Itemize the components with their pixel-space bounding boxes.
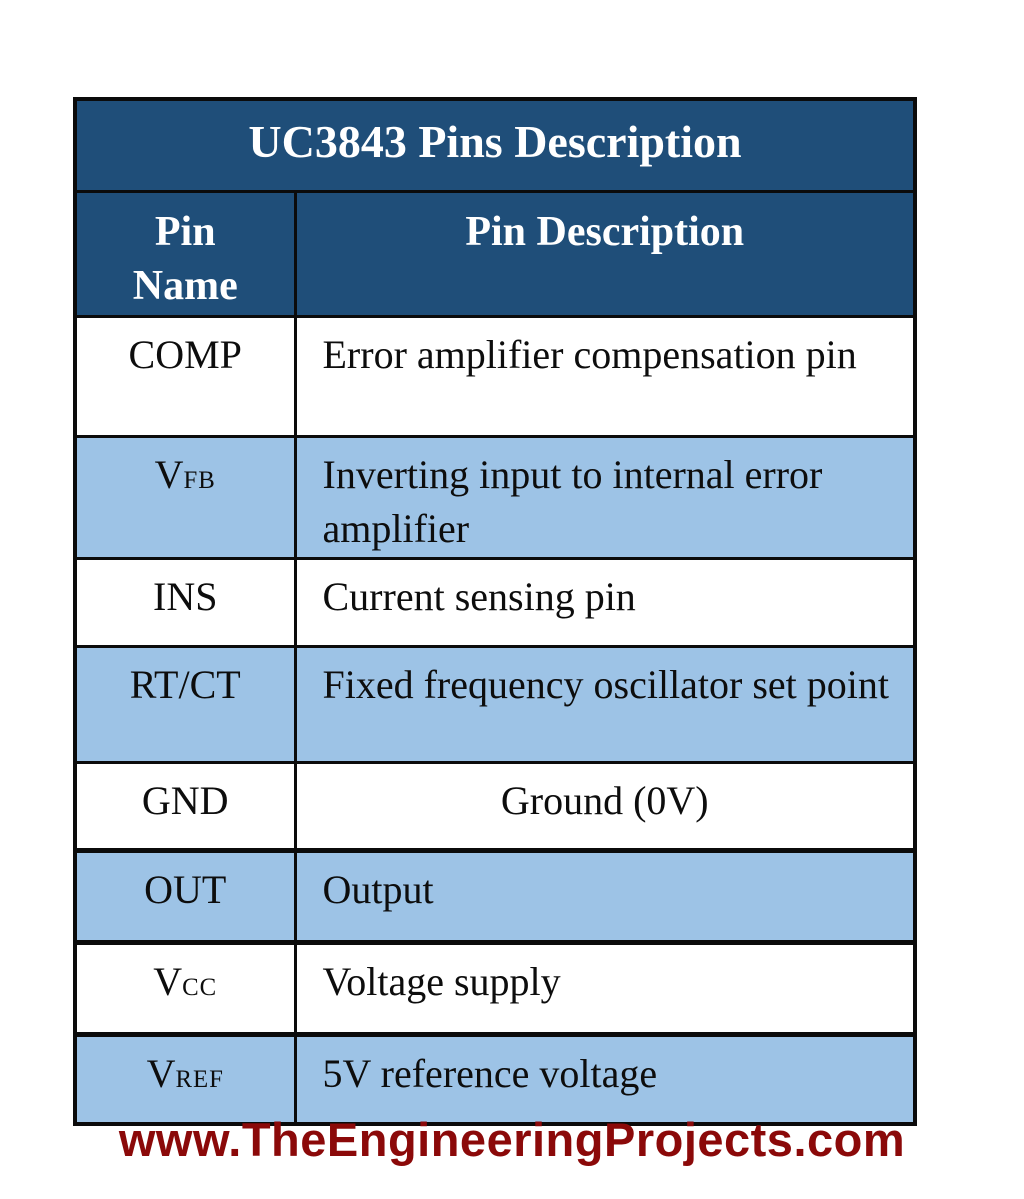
column-header-pin-description: Pin Description — [293, 189, 917, 318]
pin-description-cell: Inverting input to internal error amplif… — [293, 434, 917, 560]
pin-name-cell: VFB — [73, 434, 297, 560]
table-header-row: Pin Name Pin Description — [73, 189, 917, 318]
table-title-row: UC3843 Pins Description — [73, 97, 917, 193]
pin-name-cell: COMP — [73, 314, 297, 438]
pin-name-cell: INS — [73, 556, 297, 648]
pins-description-table: UC3843 Pins Description Pin Name Pin Des… — [73, 97, 918, 1127]
pin-description-cell: Ground (0V) — [293, 760, 917, 852]
pin-description-cell: Current sensing pin — [293, 556, 917, 648]
pin-description-cell: Voltage supply — [293, 940, 917, 1036]
table-row-vcc: VCC Voltage supply — [73, 940, 917, 1036]
column-header-pin-name: Pin Name — [73, 189, 297, 318]
column-header-pin-name-label: Pin Name — [132, 208, 238, 310]
pin-description-cell: Error amplifier compensation pin — [293, 314, 917, 438]
pin-name-cell: VREF — [73, 1031, 297, 1126]
pin-description-cell: Fixed frequency oscillator set point — [293, 644, 917, 764]
pin-name-cell: GND — [73, 760, 297, 852]
table-row-comp: COMP Error amplifier compensation pin — [73, 314, 917, 438]
pin-name-cell: OUT — [73, 847, 297, 945]
watermark-url: www.TheEngineeringProjects.com — [118, 1113, 906, 1166]
table-row-ins: INS Current sensing pin — [73, 556, 917, 648]
table-row-gnd: GND Ground (0V) — [73, 760, 917, 852]
table-title: UC3843 Pins Description — [73, 97, 917, 193]
pin-name-cell: VCC — [73, 940, 297, 1036]
table-row-vfb: VFB Inverting input to internal error am… — [73, 434, 917, 560]
pin-description-cell: Output — [293, 847, 917, 945]
table-row-rtct: RT/CT Fixed frequency oscillator set poi… — [73, 644, 917, 764]
table-row-out: OUT Output — [73, 847, 917, 945]
pin-description-cell: 5V reference voltage — [293, 1031, 917, 1126]
pin-name-cell: RT/CT — [73, 644, 297, 764]
table-row-vref: VREF 5V reference voltage — [73, 1031, 917, 1126]
